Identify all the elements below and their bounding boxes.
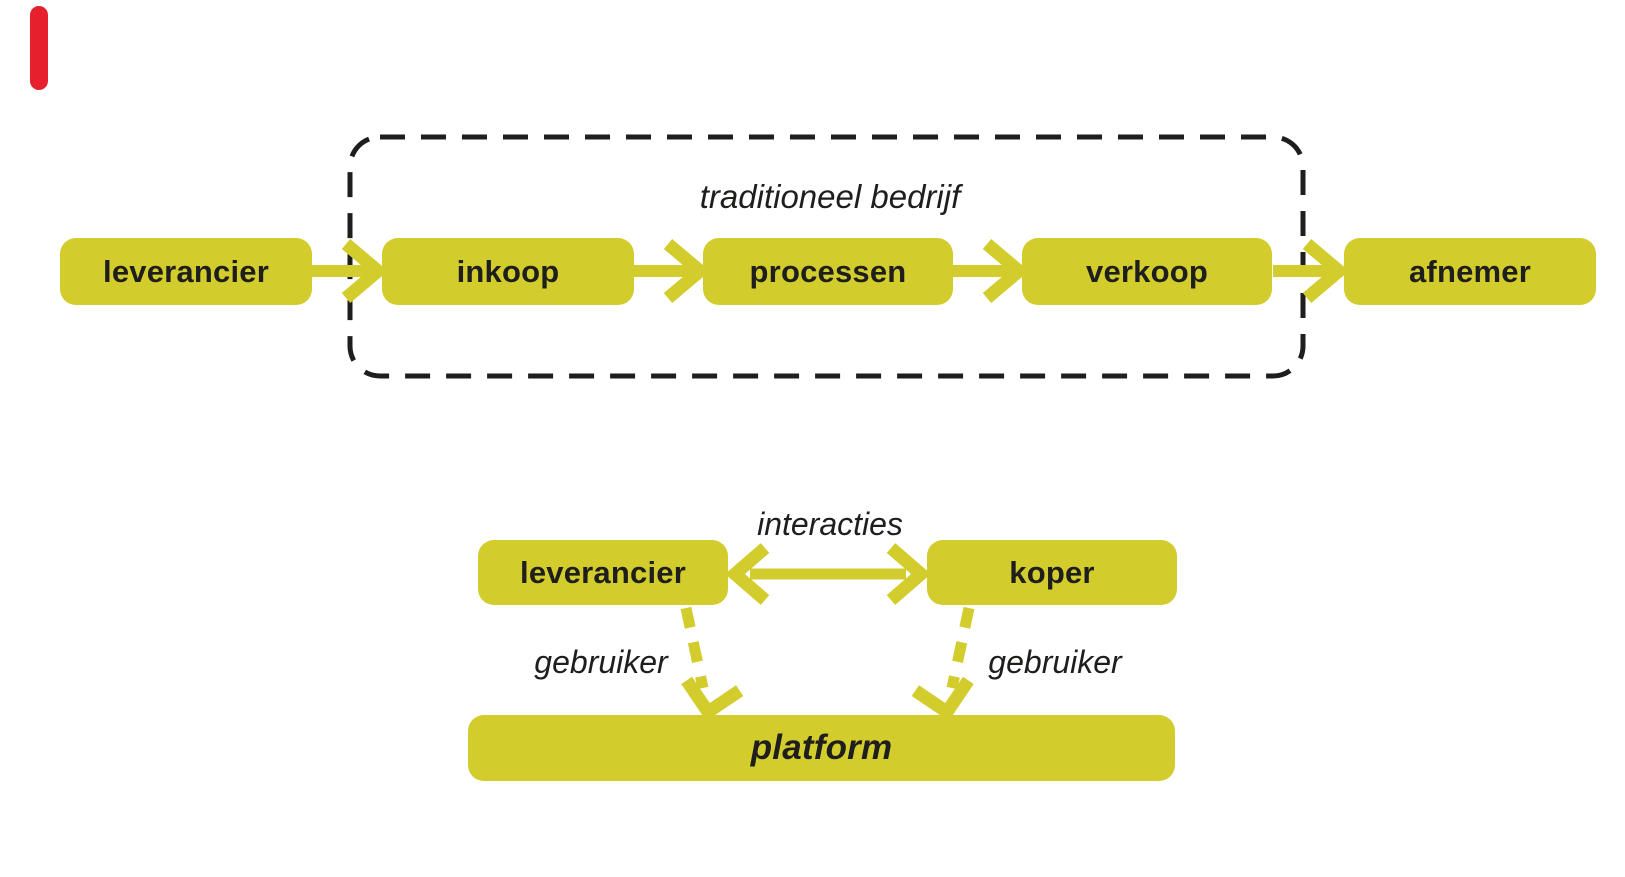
node-leverancier-top: leverancier [60, 238, 312, 305]
gebruiker-right-label: gebruiker [988, 644, 1122, 680]
arrow-leverancier-to-inkoop [312, 239, 389, 303]
node-afnemer: afnemer [1344, 238, 1596, 305]
arrow-verkoop-to-afnemer [1273, 239, 1350, 303]
interacties-label: interacties [757, 506, 903, 542]
node-leverancier-bottom: leverancier [478, 540, 728, 605]
node-verkoop: verkoop [1022, 238, 1272, 305]
node-platform: platform [468, 715, 1175, 781]
arrow-inkoop-to-processen [634, 239, 711, 303]
arrow-interacties-double [725, 543, 931, 605]
red-marker-bar [30, 6, 48, 90]
arrow-processen-to-verkoop [953, 239, 1030, 303]
node-koper: koper [927, 540, 1177, 605]
node-processen: processen [703, 238, 953, 305]
traditional-company-frame-label: traditioneel bedrijf [699, 178, 961, 215]
gebruiker-left-label: gebruiker [534, 644, 668, 680]
node-inkoop: inkoop [382, 238, 634, 305]
flow-arrows [312, 239, 1350, 722]
